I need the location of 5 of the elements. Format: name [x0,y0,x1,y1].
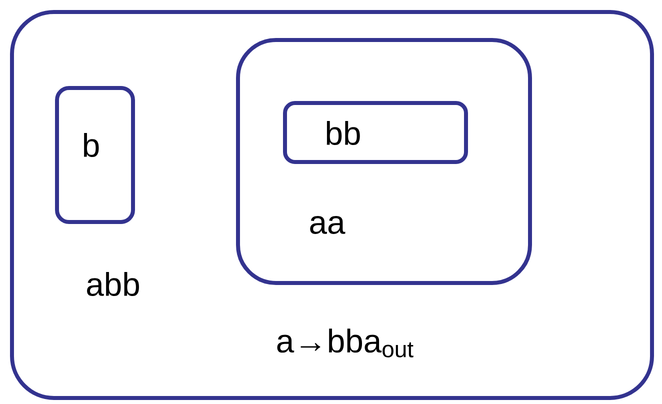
membrane-label: aa [310,216,346,234]
rule-label: a→bba$_{out}$ [277,328,414,358]
membrane-label: bb [326,120,360,146]
membrane-label: b [84,132,99,158]
object-label: abb [87,272,139,296]
